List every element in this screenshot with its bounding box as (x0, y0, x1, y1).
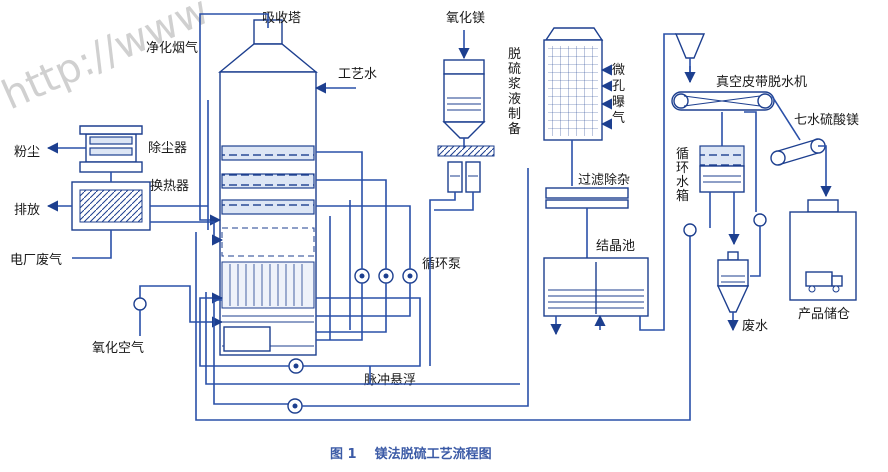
micro-aeration-label: 微孔曝气 (612, 63, 625, 126)
slurry-prep-label: 脱硫浆液制备 (508, 47, 521, 137)
mgo-silo (442, 59, 486, 148)
dust-collector-label: 除尘器 (148, 141, 187, 156)
slurry-mixer (437, 145, 495, 193)
product-storage-label: 产品储仓 (798, 307, 850, 322)
circ-tank-label: 循环水箱 (676, 147, 689, 204)
waste-water-cyclone (716, 251, 750, 313)
mgo-label: 氧化镁 (446, 11, 485, 26)
waste-water-label: 废水 (742, 318, 768, 334)
heat-exchanger-label: 换热器 (150, 179, 189, 194)
clean-gas-pipe (199, 13, 269, 64)
heat-exchanger (71, 181, 151, 231)
crystallizer-tank (543, 257, 649, 317)
aeration-tower (543, 27, 604, 141)
dust-collector (79, 125, 143, 173)
product-storage-silo (789, 199, 857, 301)
filter-impurity-label: 过滤除杂 (578, 173, 630, 188)
absorber-label: 吸收塔 (262, 11, 301, 26)
filter-unit (545, 187, 629, 209)
oxidation-air-label: 氧化空气 (92, 340, 144, 356)
dust-label: 粉尘 (14, 145, 40, 160)
crystallizer-label: 结晶池 (596, 239, 635, 254)
figure-caption: 图 1 镁法脱硫工艺流程图 (330, 446, 492, 462)
process-water-label: 工艺水 (338, 67, 377, 82)
pulse-suspension-label: 脉冲悬浮 (364, 373, 416, 388)
discharge-label: 排放 (14, 203, 40, 218)
plant-flue-gas-label: 电厂废气 (10, 252, 62, 268)
vacuum-belt-label: 真空皮带脱水机 (716, 75, 807, 90)
circulation-pump-label: 循环泵 (422, 257, 461, 272)
clean-gas-label: 净化烟气 (146, 40, 198, 56)
return-pump (683, 223, 697, 237)
circulation-pumps (354, 268, 418, 284)
product-conveyor (770, 138, 826, 166)
oxidation-air-blower (133, 297, 147, 311)
waste-pump (753, 213, 767, 227)
watermark: http://www (0, 0, 216, 119)
circulating-water-tank (699, 145, 745, 193)
vacuum-belt-filter (671, 91, 775, 111)
mgso4-label: 七水硫酸镁 (794, 113, 859, 128)
absorber-tower (218, 19, 318, 356)
pulse-suspension-pipe (300, 297, 421, 367)
